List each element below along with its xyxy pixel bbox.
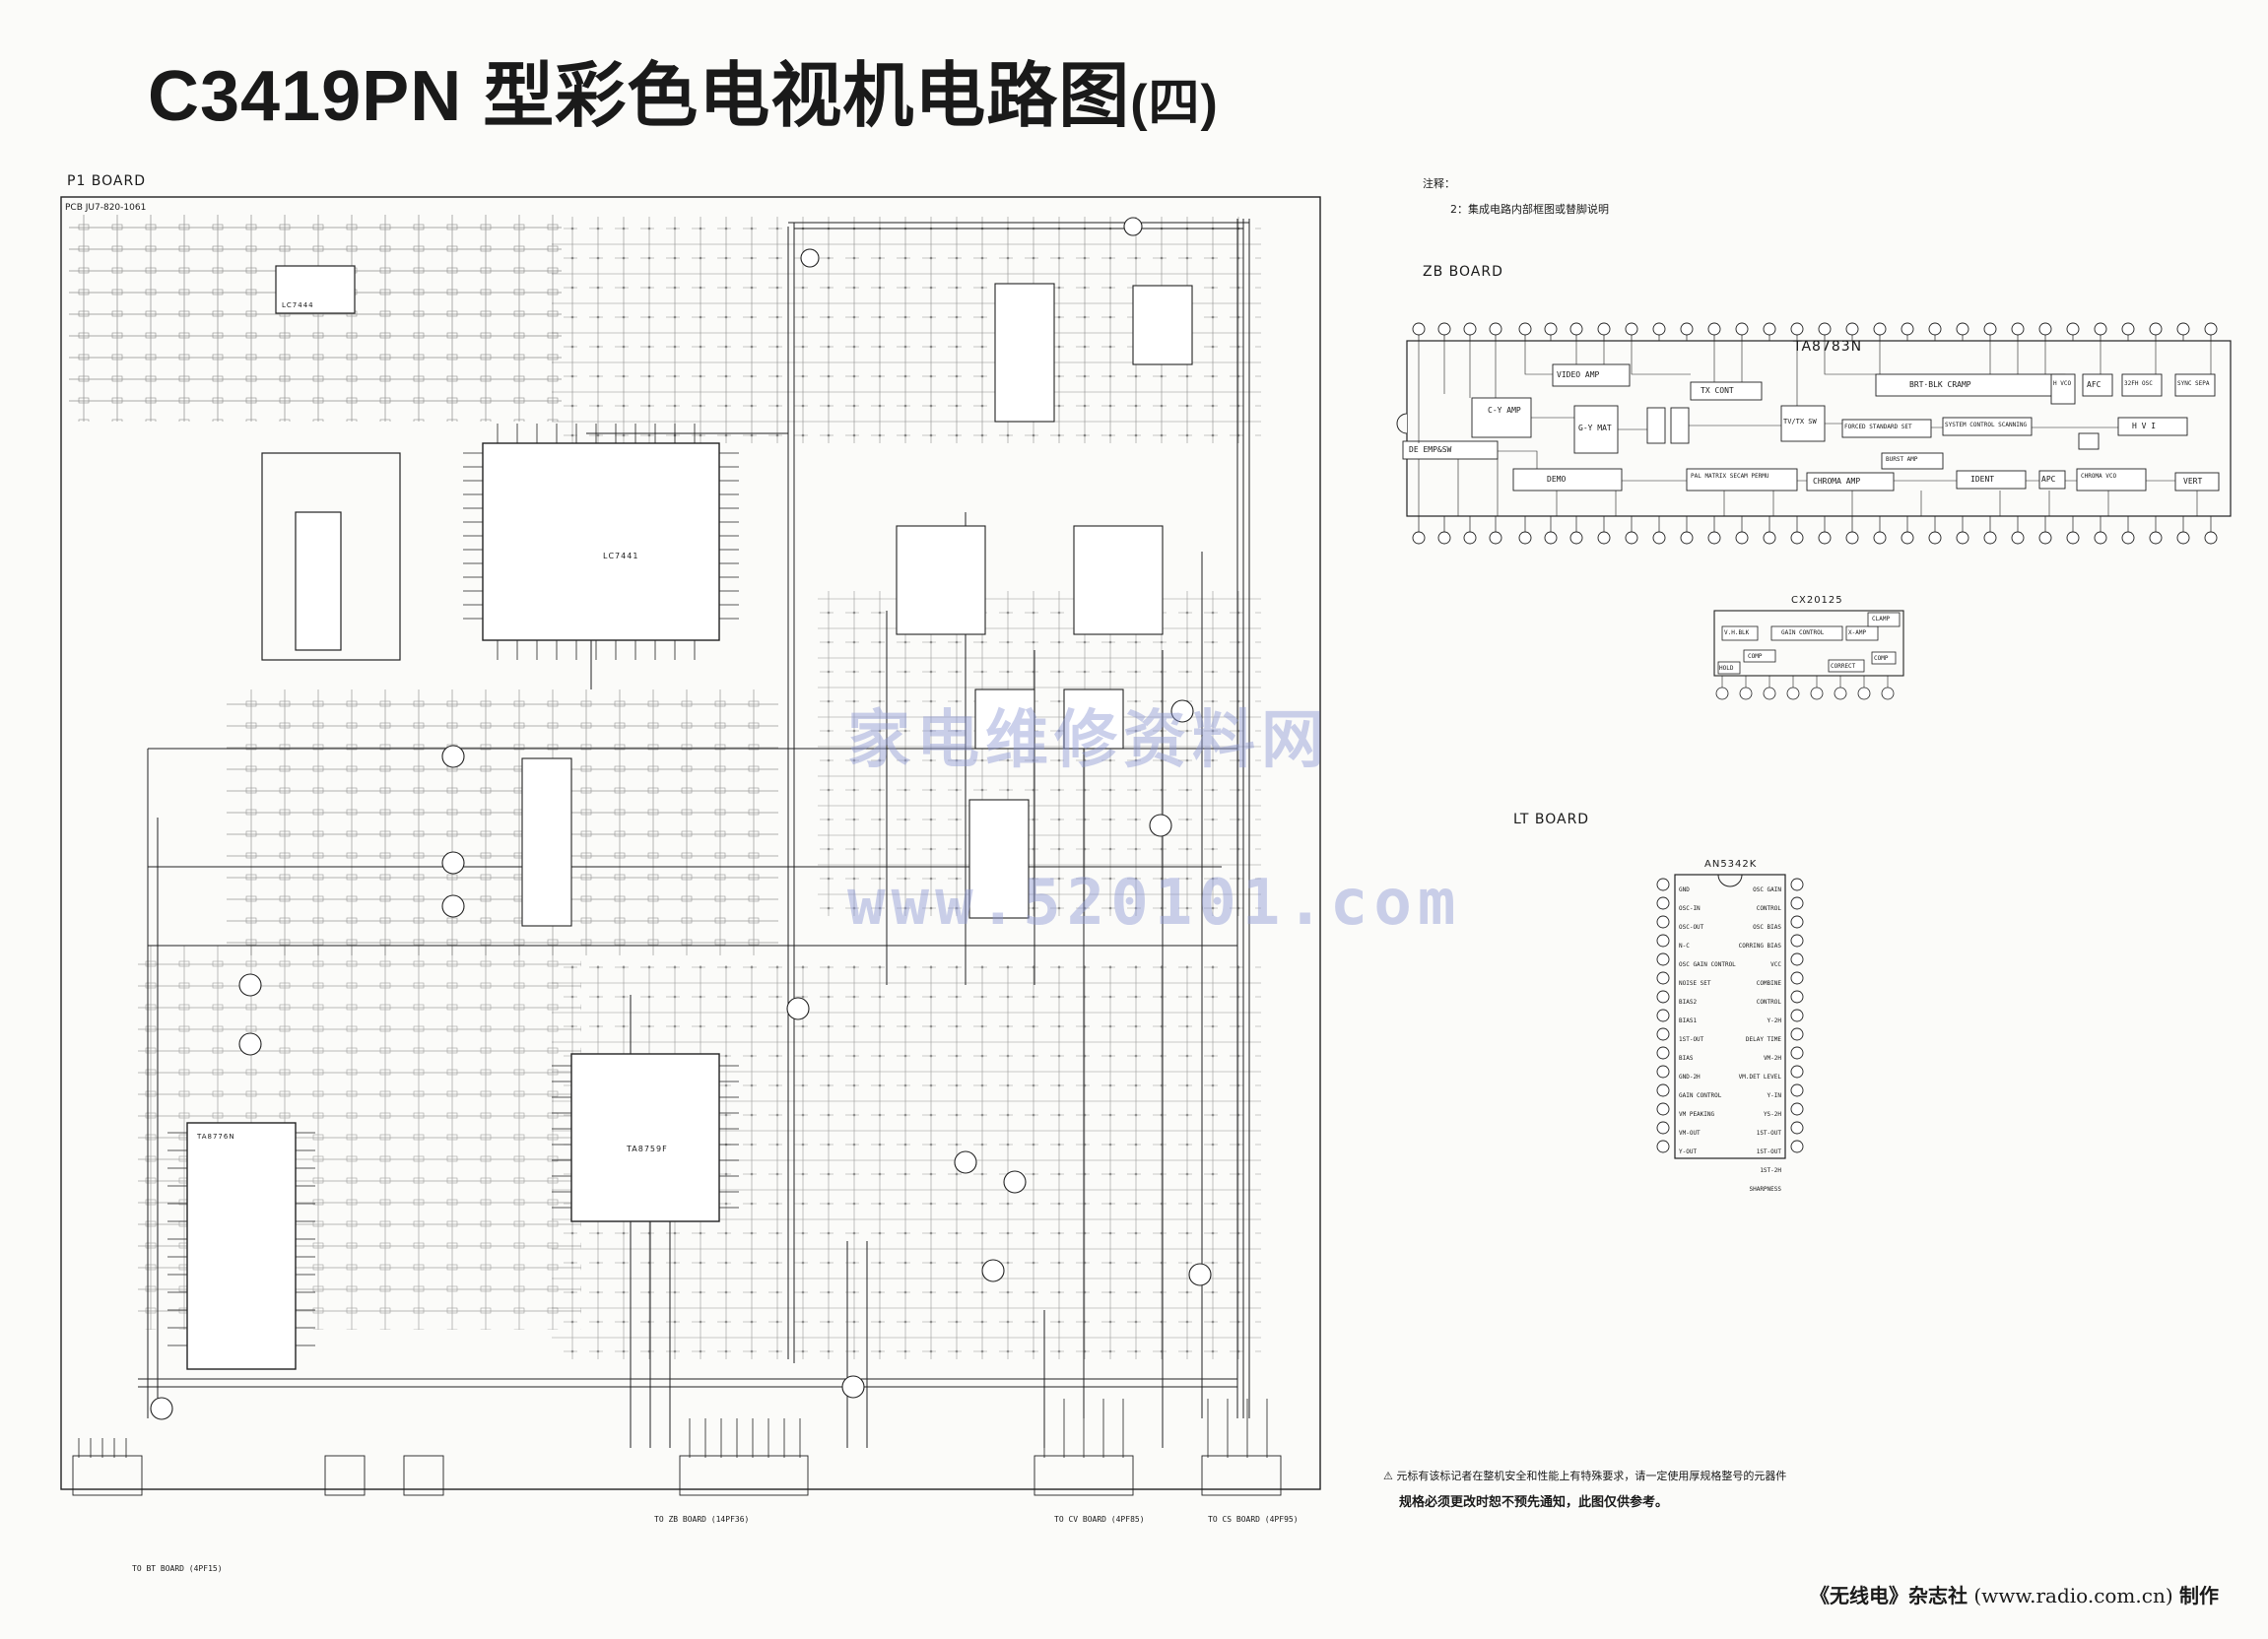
an5342k-diagram — [1656, 874, 1804, 1159]
pin-r-22: VM.DET LEVEL — [1738, 1074, 1781, 1081]
pin-r-29: OSC BIAS — [1753, 924, 1781, 931]
pin-r-25: Y-2H — [1767, 1017, 1781, 1024]
pin-l-10: BIAS — [1679, 1055, 1694, 1062]
conn-zb-label: TO ZB BOARD (14PF36) — [654, 1515, 750, 1524]
zb-board-label: ZB BOARD — [1423, 264, 1503, 280]
pin-l-7: BIAS2 — [1679, 999, 1698, 1006]
pin-l-4: N-C — [1679, 943, 1690, 950]
credit-publisher: 《无线电》杂志社 — [1809, 1584, 1968, 1607]
ta8783n-diagram — [1396, 322, 2232, 545]
an5342k-right-pins: OSC GAIN CONTROL OSC BIAS CORRING BIAS V… — [1734, 881, 1781, 1199]
pin-r-24: DELAY TIME — [1745, 1036, 1781, 1043]
lc7441-label: LC7441 — [603, 552, 639, 560]
block-vert: VERT — [2183, 477, 2203, 486]
block-pal-matrix: PAL MATRIX SECAM PERMU — [1691, 473, 1769, 480]
block-afc: AFC — [2087, 380, 2101, 389]
watermark-cn: 家电维修资料网 — [847, 704, 1330, 777]
pin-l-13: VM PEAKING — [1679, 1111, 1715, 1118]
cx-block-vhblk: V.H.BLK — [1724, 629, 1750, 636]
block-hvi: H V I — [2132, 422, 2157, 430]
credit-made: 制作 — [2179, 1584, 2219, 1607]
pin-l-15: Y-OUT — [1679, 1148, 1698, 1155]
block-chroma-amp: CHROMA AMP — [1813, 477, 1861, 486]
ic-lc7441 — [463, 424, 739, 660]
title-main: C3419PN 型彩色电视机电路图 — [148, 57, 1131, 136]
ic-ta8776n — [167, 1122, 315, 1370]
block-tv-tx-sw: TV/TX SW — [1783, 418, 1817, 426]
notes-heading: 注释： — [1423, 177, 1455, 190]
p1-pcb-label: PCB JU7-820-1061 — [65, 203, 147, 213]
pin-r-19: 1ST-OUT — [1756, 1130, 1781, 1137]
cx-block-correct: CORRECT — [1831, 663, 1856, 670]
block-apc: APC — [2041, 475, 2056, 484]
notes-item: 2：集成电路内部框图或替脚说明 — [1450, 203, 1609, 216]
pin-r-23: VM-2H — [1763, 1055, 1781, 1062]
block-brt-blk: BRT·BLK CRAMP — [1909, 380, 1971, 389]
ic-ta8759f — [552, 1053, 739, 1222]
watermark-url: www.520101.com — [847, 867, 1462, 940]
ta8759f-label: TA8759F — [627, 1145, 668, 1153]
pin-l-1: GND — [1679, 886, 1690, 893]
block-forced: FORCED STANDARD SET — [1844, 424, 1912, 430]
block-system: SYSTEM CONTROL SCANNING — [1945, 422, 2028, 428]
block-de-emp: DE EMP&SW — [1409, 445, 1452, 454]
pin-r-20: YS-2H — [1763, 1111, 1781, 1118]
pin-l-3: OSC-OUT — [1679, 924, 1704, 931]
pin-l-8: BIAS1 — [1679, 1017, 1698, 1024]
block-c-y-amp: C-Y AMP — [1488, 406, 1521, 415]
pin-l-6: NOISE SET — [1679, 980, 1711, 987]
conn-cv-label: TO CV BOARD (4PF85) — [1054, 1515, 1145, 1524]
block-burst-amp: BURST AMP — [1886, 456, 1918, 463]
p1-board-label: P1 BOARD — [67, 173, 147, 189]
cx20125-diagram — [1713, 610, 1904, 700]
block-g-y-mat: G-Y MAT — [1578, 424, 1612, 432]
pin-l-5: OSC GAIN CONTROL — [1679, 961, 1736, 968]
pin-l-2: OSC-IN — [1679, 905, 1701, 912]
pin-r-26: COMBINE CONTROL — [1756, 980, 1781, 1006]
pin-r-27: VCC — [1770, 961, 1781, 968]
ta8776n-label: TA8776N — [197, 1133, 235, 1141]
block-demo: DEMO — [1547, 475, 1567, 484]
block-32fh: 32FH OSC — [2124, 380, 2153, 387]
credit-url: (www.radio.com.cn) — [1973, 1584, 2173, 1607]
spec-notice: 规格必须更改时恕不预先通知，此图仅供参考。 — [1399, 1495, 1669, 1510]
conn-bt-label: TO BT BOARD (4PF15) — [132, 1564, 223, 1573]
pin-l-11: GND-2H — [1679, 1074, 1701, 1081]
lc7444-label: LC7444 — [282, 301, 314, 309]
lt-board-label: LT BOARD — [1513, 812, 1590, 827]
block-video-amp: VIDEO AMP — [1557, 370, 1600, 379]
block-tx-cont: TX CONT — [1701, 386, 1734, 395]
an5342k-left-pins: GND OSC-IN OSC-OUT N-C OSC GAIN CONTROL … — [1679, 881, 1736, 1161]
pin-r-17: 1ST-2H — [1760, 1167, 1781, 1174]
cx20125-label: CX20125 — [1791, 595, 1843, 606]
cx-block-comp1: COMP — [1748, 653, 1763, 660]
pin-l-9: 1ST-OUT — [1679, 1036, 1704, 1043]
cx-block-xamp: X-AMP — [1848, 629, 1867, 636]
credit-line: 《无线电》杂志社 (www.radio.com.cn) 制作 — [1810, 1580, 2219, 1608]
block-chroma-vco: CHROMA VCO — [2081, 473, 2117, 480]
pin-r-16: SHARPNESS — [1749, 1186, 1781, 1193]
pin-l-12: GAIN CONTROL — [1679, 1092, 1722, 1099]
cx-block-clamp: CLAMP — [1872, 616, 1891, 623]
block-sync: SYNC SEPA — [2177, 380, 2210, 387]
pin-r-28: CORRING BIAS — [1738, 943, 1781, 950]
pin-r-21: Y-IN — [1767, 1092, 1781, 1099]
pin-r-30: OSC GAIN CONTROL — [1753, 886, 1781, 912]
conn-cs-label: TO CS BOARD (4PF95) — [1208, 1515, 1299, 1524]
pin-r-18: 1ST-OUT — [1756, 1148, 1781, 1155]
ta8783n-label: TA8783N — [1793, 339, 1863, 355]
cx-block-comp2: COMP — [1874, 655, 1889, 662]
safety-warning: ⚠ 元标有该标记者在整机安全和性能上有特殊要求，请一定使用厚规格整号的元器件 — [1383, 1470, 1787, 1482]
pin-l-14: VM-OUT — [1679, 1130, 1701, 1137]
block-h-vco: H VCO — [2053, 380, 2072, 387]
cx-block-hold: HOLD — [1719, 665, 1734, 672]
block-ident: IDENT — [1970, 475, 1995, 484]
an5342k-label: AN5342K — [1704, 859, 1758, 870]
title-suffix: (四) — [1130, 75, 1219, 132]
cx-block-gain: GAIN CONTROL — [1781, 629, 1825, 636]
p1-board-outline — [60, 196, 1321, 1490]
page-title: C3419PN 型彩色电视机电路图(四) — [148, 37, 1219, 141]
